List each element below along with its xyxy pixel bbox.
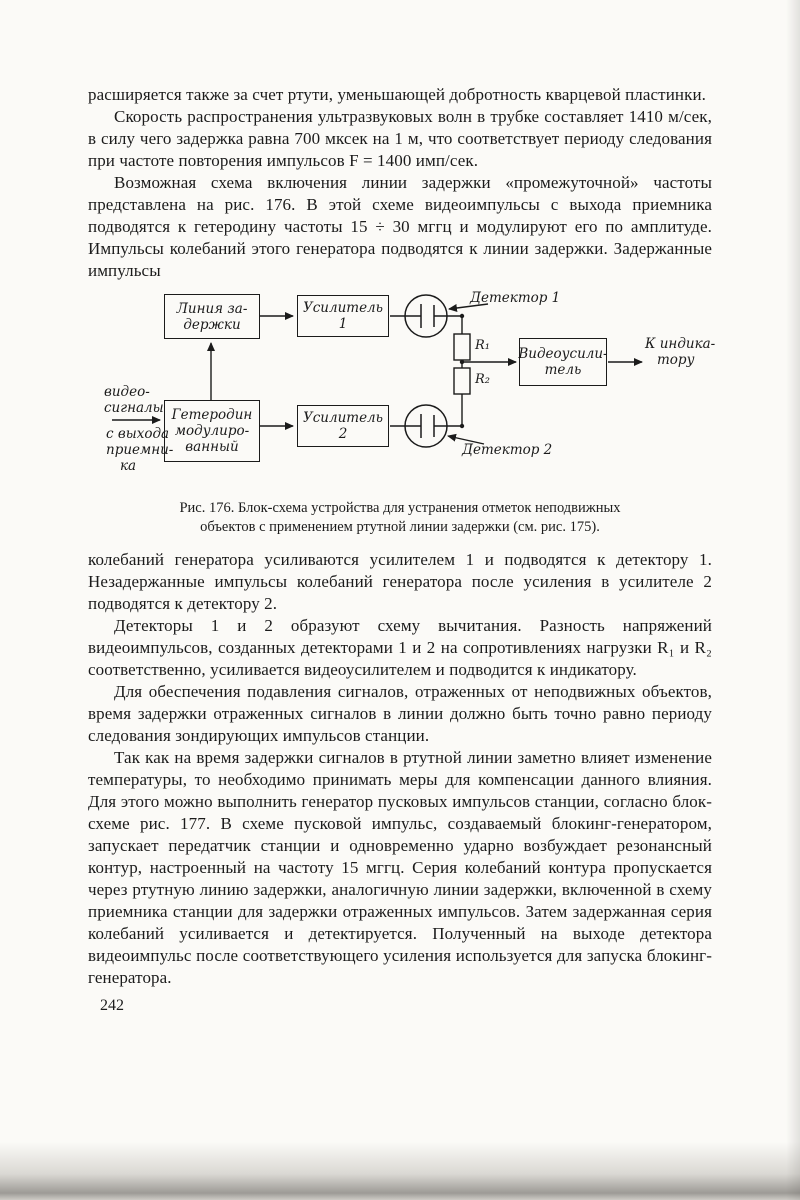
from-receiver-label: с выхода приемни- ка [106,426,174,474]
tube-symbols [404,294,448,448]
resistor-r1-label: R₁ [475,338,490,353]
resistor-r2-icon [453,367,471,395]
resistor-r1-icon [453,333,471,361]
paragraph: Скорость распространения ультразвуковых … [88,107,712,170]
paragraph: колебаний генератора усиливаются усилите… [88,550,712,613]
junction-dots [459,313,465,429]
detector2-label: Детектор 2 [462,442,553,458]
input-signal-label: видео- сигналы [104,384,164,416]
junction-dot [459,359,465,365]
delay-line-label: держки [183,316,241,333]
paragraph: Для обеспечения подавления сигналов, отр… [88,682,712,745]
video-amplifier-block: Видеоусили- тель [518,338,608,386]
delay-line-label: Линия за- [176,300,248,317]
text-column: расширяется также за счет ртути, уменьша… [88,85,715,1014]
tube-detector1-icon [404,294,448,338]
heterodyne-label: модулиро- [174,423,250,439]
junction-dot [459,423,465,429]
amplifier1-label: Усилитель [302,300,384,316]
heterodyne-label: Гетеродин [171,407,253,423]
junction-dot [459,313,465,319]
heterodyne-label: ванный [185,439,239,455]
figure-caption-line: Рис. 176. Блок-схема устройства для устр… [179,500,621,516]
detector1-label: Детектор 1 [470,290,561,306]
paragraph: Детекторы 1 и 2 образуют схему вычитания… [88,616,712,679]
tube-detector2-icon [404,404,448,448]
diagram-lines [112,294,643,448]
to-indicator-label: К индика- тору [645,336,716,368]
amplifier2-label: Усилитель [302,410,384,426]
amplifier1-block: Усилитель 1 [297,295,389,337]
heterodyne-block: Гетеродин модулиро- ванный [164,400,260,462]
amplifier2-block: Усилитель 2 [297,405,389,447]
figure-176: Линия за- держки Усилитель 1 Гетеродин м… [88,290,715,537]
page-number: 242 [100,997,124,1014]
amplifier2-label: 2 [338,426,348,442]
resistor-symbols [453,333,471,395]
paragraph: расширяется также за счет ртути, уменьша… [88,85,707,104]
block-diagram: Линия за- держки Усилитель 1 Гетеродин м… [104,290,724,485]
video-amplifier-label: тель [544,362,582,378]
detector1-pointer-arrow [448,303,489,312]
delay-line-block: Линия за- держки [164,294,260,339]
resistor-r2-label: R₂ [475,372,490,387]
detector2-pointer-arrow [447,433,485,445]
video-amplifier-label: Видеоусили- [518,346,608,362]
figure-caption: Рис. 176. Блок-схема устройства для устр… [100,499,700,537]
paragraph: Так как на время задержки сигналов в рту… [88,748,712,987]
figure-caption-line: объектов с применением ртутной линии зад… [200,519,600,535]
amplifier1-label: 1 [338,316,348,332]
paragraph: Возможная схема включения линии задержки… [88,173,712,280]
